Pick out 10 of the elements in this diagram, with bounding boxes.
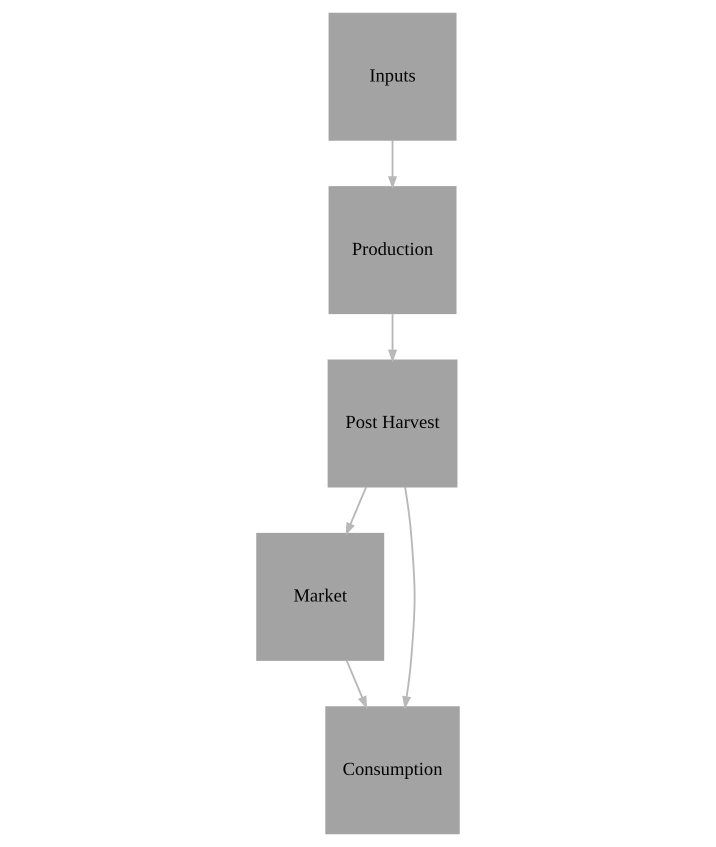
node-box: Post Harvest <box>328 360 458 488</box>
arrow <box>346 660 368 710</box>
node-box: Production <box>328 186 456 314</box>
arrow <box>346 486 367 536</box>
arrow <box>402 487 416 710</box>
arrow <box>388 314 398 363</box>
node-box: Market <box>256 532 384 661</box>
node-box: Inputs <box>328 12 456 141</box>
node-box: Consumption <box>325 706 460 834</box>
arrow <box>388 140 398 190</box>
